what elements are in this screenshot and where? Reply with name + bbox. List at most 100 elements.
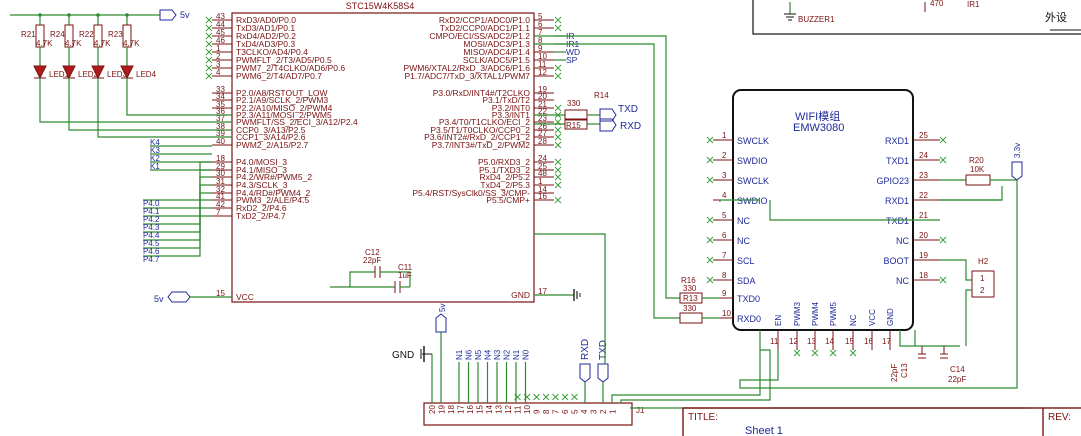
led-name: LED2 — [78, 70, 99, 79]
pin-number: 6 — [561, 409, 570, 414]
gnd-label: GND — [392, 350, 414, 361]
c13-name: C13 — [900, 363, 909, 378]
pin-name: TxD2_2/P4.7 — [236, 211, 286, 221]
pin-number: 2 — [722, 151, 727, 160]
pin-number: 15 — [476, 405, 485, 414]
peripheral-block: BUZZER1 470 IR1 外设 — [752, 0, 1081, 35]
pin-number: 44 — [216, 20, 225, 29]
pin-name: P3.2/INT0 — [492, 103, 531, 113]
pin-number: 14 — [485, 405, 494, 414]
r20-value: 10K — [970, 165, 985, 174]
c11-value: 1uF — [398, 271, 412, 280]
h2-jumper: H2 1 2 — [940, 257, 995, 346]
pin-name: TXD0 — [737, 294, 760, 304]
pin-number: 20 — [919, 231, 928, 240]
net-label: N4 — [484, 349, 493, 360]
pin-name: RxD2_2/P4.6 — [236, 203, 287, 213]
mcu-right-pin: 17 GND — [511, 287, 554, 300]
pin-number: 18 — [919, 271, 928, 280]
pin-name: P3.1/TxD/T2 — [482, 95, 530, 105]
j1-txd-flag — [597, 363, 609, 383]
pin-number: 25 — [919, 131, 928, 140]
wifi-uart-wires: R16 330 R13 330 — [534, 35, 720, 324]
j1-pin: 6 — [561, 393, 570, 414]
pin-name: MOSI/ADC3/P1.3 — [463, 39, 530, 49]
pin-name: PWM7_2/T4CLKO/AD6/P0.6 — [236, 63, 345, 73]
resistor-value: 4.7K — [123, 39, 140, 48]
pin-number: 9 — [722, 289, 727, 298]
pin-name: NC — [849, 314, 858, 326]
resistor-name: R23 — [108, 30, 123, 39]
net-label: N3 — [493, 349, 502, 360]
pin-number: 1 — [722, 131, 727, 140]
pin-number: 1 — [216, 44, 221, 53]
pin-number: 29 — [216, 162, 225, 171]
resistor-name: R22 — [79, 30, 94, 39]
pin-number: 32 — [216, 185, 225, 194]
pin-number: 3 — [590, 409, 599, 414]
ir1-top-label: IR1 — [967, 0, 980, 9]
j1-pin: 10 — [523, 393, 532, 414]
pin-number: 19 — [538, 85, 547, 94]
j1-name: J1 — [636, 406, 645, 415]
pin-name: P4.4/RD#/PWM4_2 — [236, 188, 310, 198]
pin-name: P3.3/INT1 — [492, 110, 531, 120]
pin-number: 9 — [533, 409, 542, 414]
pin-name: P3.6/INT2#/RxD_2/CCP1_2 — [424, 132, 530, 142]
pin-number: 7 — [216, 208, 221, 217]
resistor-name: R24 — [50, 30, 65, 39]
net-label: WD — [566, 47, 580, 57]
pin-number: 7 — [552, 409, 561, 414]
pin-name: EN — [774, 315, 783, 326]
pin-number: 24 — [538, 154, 547, 163]
pin-name: TxD4/AD3/P0.3 — [236, 39, 295, 49]
pin-name: SCL — [737, 256, 755, 266]
c12-value: 22pF — [363, 256, 381, 265]
pin-number: 6 — [722, 231, 727, 240]
buzzer-label: BUZZER1 — [798, 15, 835, 24]
r14-value: 330 — [567, 99, 581, 108]
resistor-value: 4.7K — [94, 39, 111, 48]
pin-name: GND — [511, 290, 530, 300]
pin-name: CCP0_3/A13/P2.5 — [236, 125, 306, 135]
pin-number: 8 — [722, 271, 727, 280]
led-name: LED4 — [136, 70, 157, 79]
pin-name: CCP1_3/A14/P2.6 — [236, 132, 306, 142]
power-5v-label: 5v — [180, 10, 190, 20]
serial-resistors: R14 330 R15 TXD RXD — [534, 91, 641, 132]
pin-number: 19 — [438, 405, 447, 414]
pin-number: 48 — [538, 169, 547, 178]
pin-number: 26 — [538, 122, 547, 131]
pin-number: 17 — [538, 287, 547, 296]
pin-name: TXD1 — [886, 216, 909, 226]
resistor-name: R21 — [21, 30, 36, 39]
gpio23-pullup: R20 10K 3.3v — [739, 143, 1023, 389]
power-5v-arrow — [159, 9, 177, 21]
r15-name: R15 — [566, 121, 581, 130]
net-label: K1 — [150, 162, 160, 171]
net-label: K2 — [150, 154, 160, 163]
j1-5v-label: 5v — [438, 304, 447, 312]
pin-number: 4 — [216, 68, 221, 77]
net-label: P4.1 — [143, 207, 160, 216]
pin-number: 16 — [538, 192, 547, 201]
pin-name: P4.2/WR#/PWM5_2 — [236, 172, 312, 182]
pin-name: P5.1/TXD3_2 — [479, 165, 530, 175]
